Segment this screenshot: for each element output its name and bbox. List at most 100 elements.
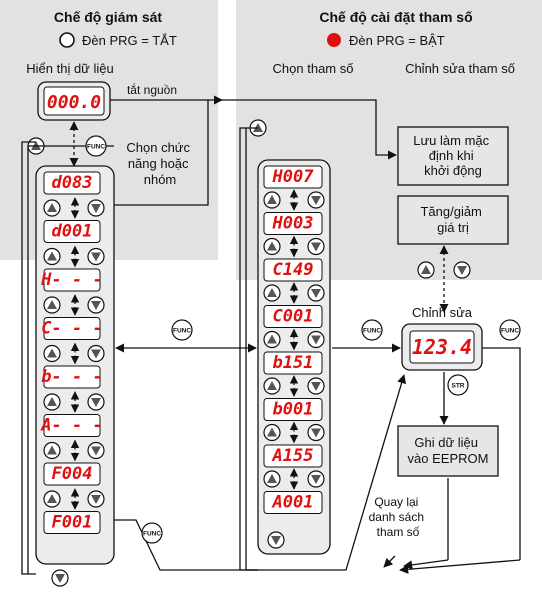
monitor-display-6-screen — [43, 462, 101, 486]
param-display-6-value: A155 — [272, 446, 314, 466]
param-display-2-screen — [263, 258, 323, 282]
down-arrow-icon — [311, 289, 321, 298]
select-function-label: Chọn chức năng hoặc nhóm — [126, 140, 193, 187]
param-display-3-screen — [263, 305, 323, 328]
up-arrow-icon — [267, 241, 277, 251]
down-arrow-icon — [91, 495, 101, 504]
param-display-0-value: H007 — [272, 167, 315, 187]
func-key-label: FUNC — [501, 328, 519, 335]
up-arrow-icon — [421, 265, 431, 274]
lamp-off-icon — [59, 32, 75, 48]
down-arrow-icon — [91, 301, 101, 310]
monitor-display-2-value: H- - - — [40, 270, 102, 290]
down-arrow-icon — [271, 536, 281, 545]
up-arrow-icon — [47, 300, 57, 309]
func-key-label: FUNC — [363, 328, 381, 335]
down-arrow-icon — [311, 382, 321, 391]
edit-label: Chỉnh sửa — [412, 305, 473, 320]
down-arrow-icon — [91, 204, 101, 213]
down-arrow-icon — [91, 446, 101, 456]
param-display-1-screen — [263, 212, 323, 235]
down-arrow-icon — [311, 242, 321, 252]
write-eeprom-text: Ghi dữ liệu vào EEPROM — [408, 435, 489, 466]
param-display-6-screen — [263, 444, 323, 468]
up-arrow-icon — [47, 397, 57, 406]
edit-display-screen — [409, 330, 475, 364]
monitor-display-7-value: F001 — [52, 513, 93, 533]
up-arrow-icon — [47, 348, 57, 358]
func-key-label: FUNC — [173, 328, 191, 335]
func-key[interactable] — [85, 135, 107, 157]
select-param-label: Chọn tham số — [273, 61, 354, 76]
func-key[interactable] — [361, 319, 383, 341]
inc-dec-text: Tăng/giảm giá trị — [420, 204, 485, 235]
power-off-label: tắt nguồn — [127, 82, 177, 97]
up-arrow-icon — [267, 427, 277, 437]
save-default-box — [397, 126, 509, 186]
save-default-text: Lưu làm mặc định khi khởi động — [413, 133, 493, 178]
up-arrow-icon — [47, 251, 57, 261]
up-arrow-icon — [267, 474, 277, 483]
param-display-0-screen — [263, 165, 323, 189]
param-display-7-value: A001 — [272, 493, 314, 513]
monitor-display-1-screen — [43, 220, 101, 243]
down-arrow-icon — [311, 475, 321, 484]
param-display-5-value: b001 — [273, 400, 314, 420]
up-arrow-icon — [47, 445, 57, 455]
down-arrow-icon — [91, 349, 101, 359]
down-arrow-icon — [457, 266, 467, 275]
monitor-mode-title: Chế độ giám sát — [54, 9, 162, 25]
func-key-label: FUNC — [87, 144, 105, 151]
monitor-display-7-screen — [43, 511, 101, 534]
initial-display-screen — [43, 86, 105, 116]
up-arrow-icon — [267, 288, 277, 297]
up-arrow-icon — [47, 203, 57, 212]
monitor-display-5-value: A- - - — [40, 416, 102, 436]
func-key-label: FUNC — [143, 531, 161, 538]
down-arrow-icon — [91, 398, 101, 407]
up-arrow-icon — [267, 334, 277, 344]
inc-dec-box — [397, 195, 509, 245]
edit-display-value: 123.4 — [412, 335, 472, 359]
down-arrow-icon — [311, 335, 321, 345]
up-arrow-icon — [267, 195, 277, 204]
down-arrow-icon — [91, 252, 101, 262]
up-arrow-icon — [47, 494, 57, 503]
monitor-display-5-screen — [43, 414, 101, 437]
monitor-display-1-value: d001 — [52, 222, 93, 242]
monitor-display-2-screen — [43, 268, 101, 292]
func-key[interactable] — [171, 319, 193, 341]
param-display-4-screen — [263, 351, 323, 375]
data-display-label: Hiển thị dữ liệu — [26, 61, 113, 76]
monitor-display-0-value: d083 — [52, 173, 93, 193]
initial-display-value: 000.0 — [47, 92, 101, 113]
param-display-2-value: C149 — [273, 260, 314, 280]
up-arrow-icon — [267, 381, 277, 390]
monitor-display-6-value: F004 — [52, 464, 93, 484]
edit-param-label: Chỉnh sửa tham số — [405, 61, 515, 76]
param-display-3-value: C001 — [273, 307, 314, 327]
down-arrow-icon — [55, 574, 65, 583]
monitor-lamp-label: Đèn PRG = TẮT — [82, 33, 177, 48]
monitor-display-3-value: C- - - — [41, 319, 102, 339]
monitor-display-3-screen — [43, 317, 101, 340]
param-mode-title: Chế độ cài đặt tham số — [319, 9, 473, 25]
return-label: Quay lại danh sách tham số — [369, 495, 428, 539]
monitor-display-0-screen — [43, 171, 101, 195]
param-display-4-value: b151 — [273, 353, 314, 373]
down-arrow-icon — [311, 428, 321, 438]
lamp-on-icon — [327, 33, 341, 47]
monitor-display-4-screen — [43, 365, 101, 389]
param-display-7-screen — [263, 491, 323, 514]
monitor-display-4-value: b- - - — [41, 367, 102, 387]
param-display-1-value: H003 — [272, 214, 314, 234]
str-key-label: STR — [452, 383, 465, 390]
param-display-5-screen — [263, 398, 323, 421]
func-key[interactable] — [141, 522, 163, 544]
param-lamp-label: Đèn PRG = BẬT — [349, 33, 445, 48]
str-key[interactable] — [447, 374, 469, 396]
func-key[interactable] — [499, 319, 521, 341]
down-arrow-icon — [311, 196, 321, 205]
write-eeprom-box — [397, 425, 499, 477]
